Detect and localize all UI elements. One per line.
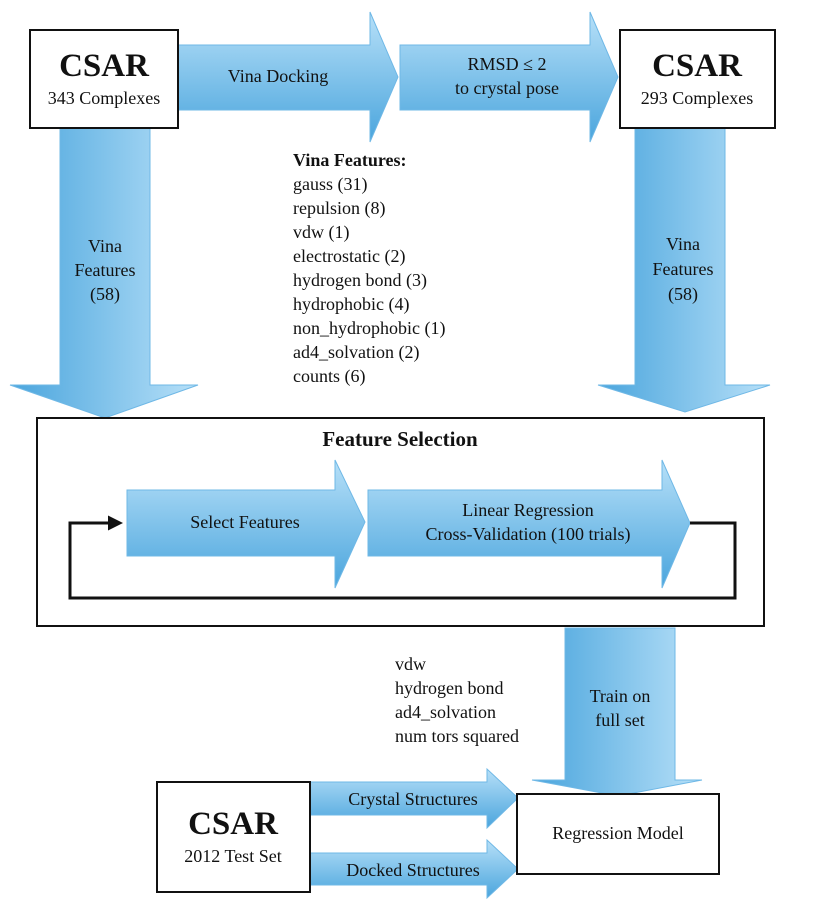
train-label-line2: full set [595, 710, 645, 730]
selected-feature-item: hydrogen bond [395, 678, 503, 698]
docked-structures-label: Docked Structures [346, 860, 479, 880]
vina-feature-item: repulsion (8) [293, 198, 385, 219]
left-features-line3: (58) [90, 284, 120, 305]
left-features-line2: Features [75, 260, 136, 280]
vina-docking-arrow [177, 11, 399, 143]
csar-filtered-box [619, 29, 776, 129]
csar-training-title: CSAR [59, 48, 150, 84]
feedback-loop-line [68, 515, 737, 600]
vina-docking-label: Vina Docking [228, 66, 328, 86]
train-full-set-arrow [531, 627, 703, 797]
left-features-line1: Vina [88, 236, 122, 256]
csar-filtered-title: CSAR [652, 48, 743, 84]
select-features-label: Select Features [190, 512, 299, 532]
select-features-arrow [126, 459, 366, 589]
selected-feature-item: vdw [395, 654, 426, 674]
selected-feature-item: num tors squared [395, 726, 519, 746]
vina-feature-item: gauss (31) [293, 174, 368, 195]
train-label-line1: Train on [590, 686, 651, 706]
left-vina-features-arrow [9, 119, 199, 419]
rmsd-label-line1: RMSD ≤ 2 [468, 54, 547, 74]
csar-test-subtitle: 2012 Test Set [184, 846, 281, 866]
right-vina-features-arrow [597, 119, 771, 413]
csar-test-set-box [156, 781, 311, 893]
linear-regression-label-line1: Linear Regression [462, 500, 593, 520]
vina-features-heading: Vina Features: [293, 150, 406, 170]
rmsd-label-line2: to crystal pose [455, 78, 559, 98]
vina-feature-item: electrostatic (2) [293, 246, 405, 267]
regression-model-box [516, 793, 720, 875]
selected-feature-item: ad4_solvation [395, 702, 496, 722]
csar-filtered-subtitle: 293 Complexes [641, 88, 754, 108]
vina-feature-item: non_hydrophobic (1) [293, 318, 445, 339]
vina-features-list: gauss (31) repulsion (8) vdw (1) electrosta… [293, 174, 445, 387]
regression-model-label: Regression Model [552, 823, 683, 843]
right-features-line2: Features [653, 259, 714, 279]
linear-regression-arrow [367, 459, 691, 589]
crystal-structures-arrow [309, 767, 519, 830]
rmsd-filter-arrow [399, 11, 619, 143]
right-features-line1: Vina [666, 234, 700, 254]
vina-feature-item: vdw (1) [293, 222, 350, 243]
docked-structures-arrow [309, 838, 519, 900]
csar-training-subtitle: 343 Complexes [48, 88, 161, 108]
vina-feature-item: ad4_solvation (2) [293, 342, 419, 363]
vina-feature-item: hydrophobic (4) [293, 294, 409, 315]
csar-training-box [29, 29, 179, 129]
vina-feature-item: hydrogen bond (3) [293, 270, 427, 291]
feature-selection-title: Feature Selection [322, 427, 478, 451]
linear-regression-label-line2: Cross-Validation (100 trials) [426, 524, 631, 545]
right-features-line3: (58) [668, 284, 698, 305]
crystal-structures-label: Crystal Structures [348, 789, 477, 809]
vina-feature-item: counts (6) [293, 366, 365, 387]
csar-test-title: CSAR [188, 806, 279, 842]
